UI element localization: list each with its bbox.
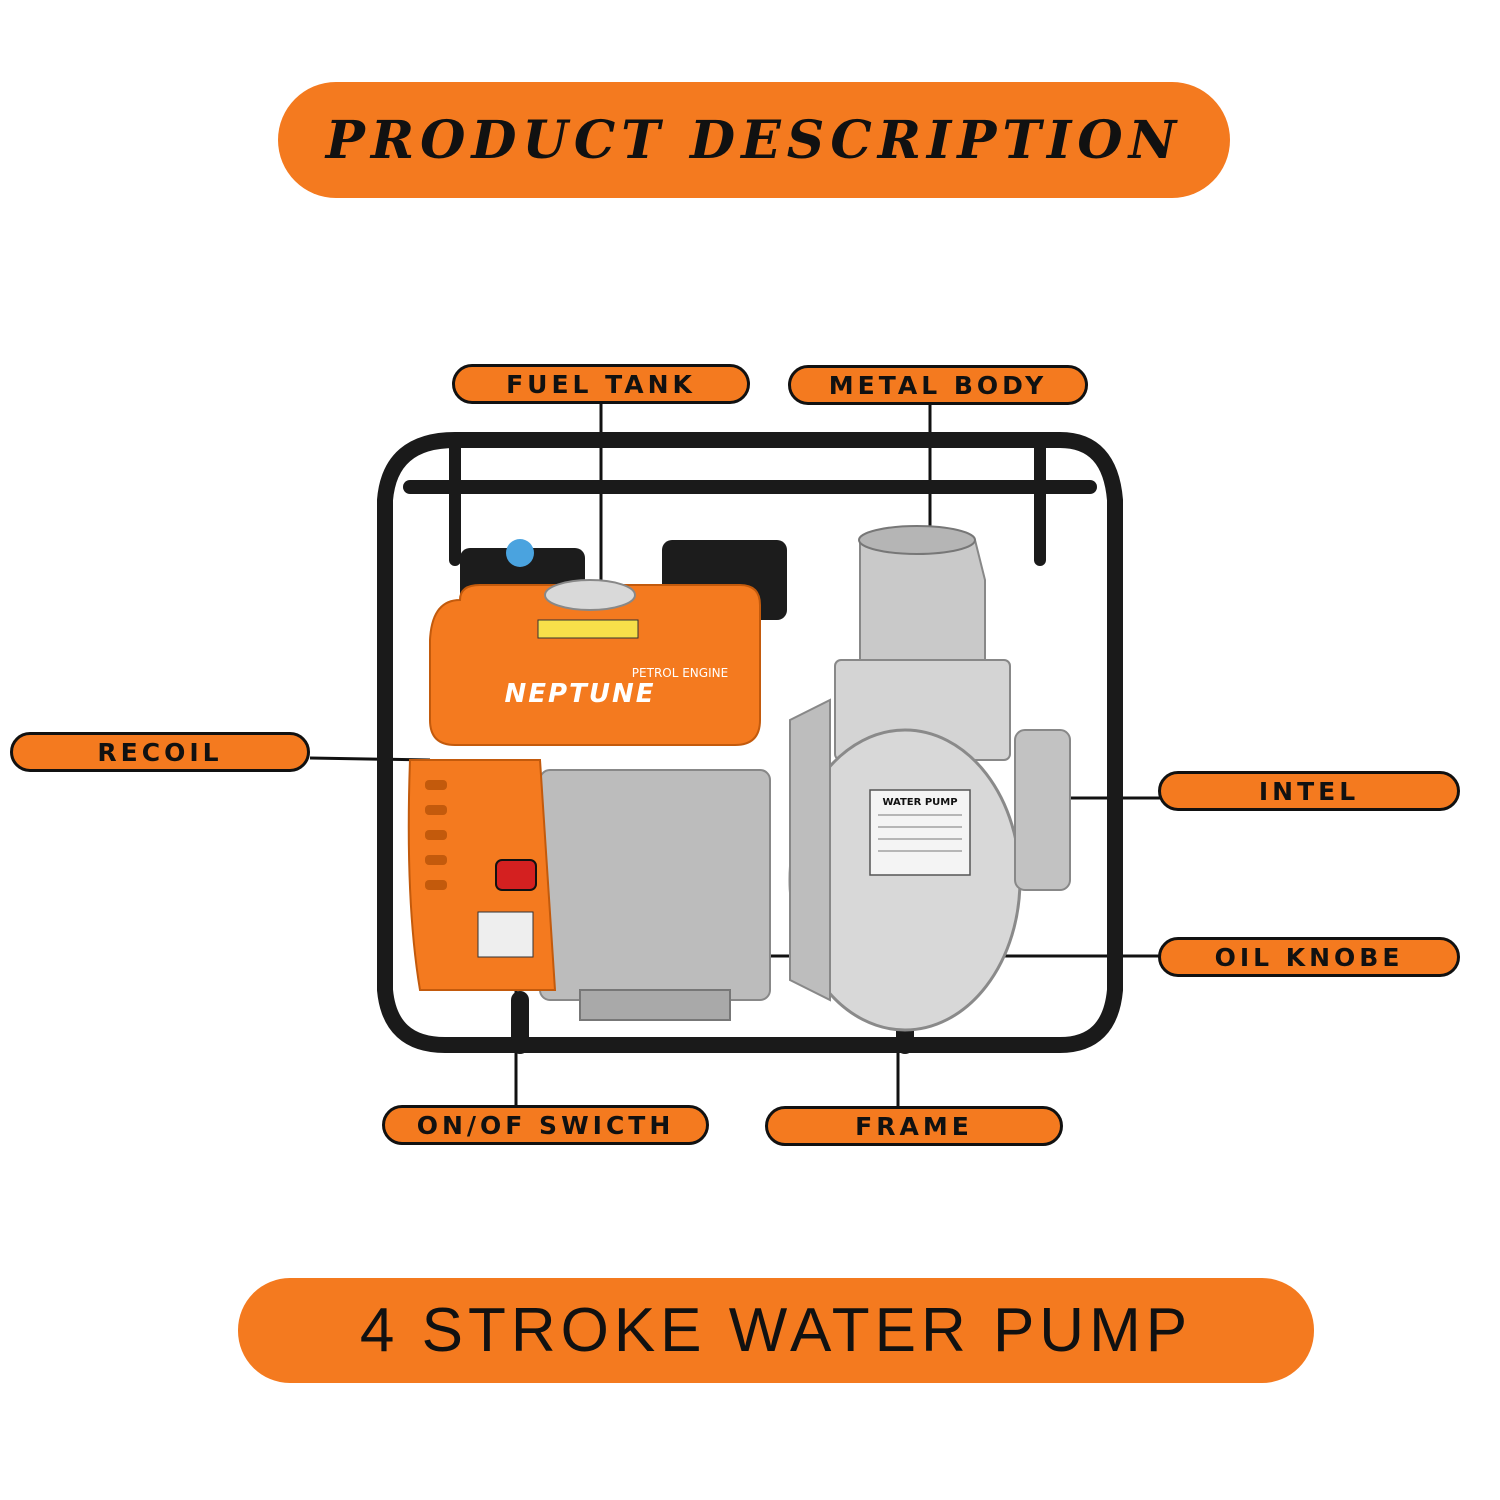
engine-label: PETROL ENGINE [632,666,728,680]
label-recoil: RECOIL [10,732,310,772]
fuel-cap [544,579,636,611]
label-metal-body: METAL BODY [788,365,1088,405]
label-fuel-tank: FUEL TANK [452,364,750,404]
page-title: PRODUCT DESCRIPTION [325,109,1183,171]
label-frame: FRAME [765,1106,1063,1146]
recoil-cover [407,759,557,991]
pump-body: WATER PUMP [730,525,1071,1032]
label-intel: INTEL [1158,771,1460,811]
footer-banner: 4 STROKE WATER PUMP [238,1278,1314,1383]
label-on-off-switch: ON/OF SWICTH [382,1105,709,1145]
fuel-tank: PETROL ENGINE NEPTUNE [429,579,761,746]
product-name: 4 STROKE WATER PUMP [359,1296,1193,1365]
pump-nameplate [869,789,971,876]
brand-logo: NEPTUNE [505,679,656,709]
header-banner: PRODUCT DESCRIPTION [278,82,1230,198]
switch-icon [495,859,537,891]
nameplate-title: WATER PUMP [882,797,957,808]
engine-block [539,769,771,1001]
filter-knob [506,539,534,567]
label-oil-knobe: OIL KNOBE [1158,937,1460,977]
